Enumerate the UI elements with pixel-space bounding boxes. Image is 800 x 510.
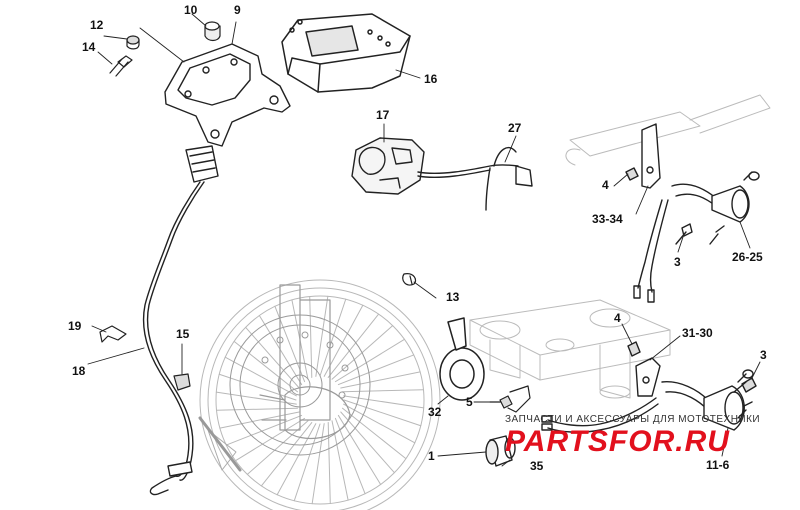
- wheel-spoke: [219, 411, 300, 429]
- wheel-spoke: [225, 414, 303, 446]
- callout-9: 9: [234, 3, 241, 17]
- wheel-spoke: [260, 422, 313, 487]
- wheel-spoke: [337, 414, 382, 485]
- callout-33-34: 33-34: [592, 212, 623, 226]
- wheel-spoke: [319, 298, 347, 377]
- wheel-spoke: [245, 326, 300, 389]
- wheel-spoke: [343, 395, 425, 409]
- wheel-spoke: [309, 296, 313, 378]
- callout-10: 10: [184, 3, 198, 17]
- callout-1: 1: [428, 449, 435, 463]
- nut-12: [126, 35, 140, 50]
- front-wheel-ghost: [198, 279, 441, 510]
- wiring-harness: [142, 145, 219, 496]
- wheel-spoke: [342, 389, 424, 393]
- wheel-spoke: [342, 407, 407, 460]
- wheel-spoke: [216, 407, 298, 411]
- callout-35: 35: [530, 459, 544, 473]
- wheel-spoke: [276, 423, 317, 496]
- wheel-spoke: [224, 356, 297, 397]
- part-35: [485, 435, 516, 467]
- callout-15: 15: [176, 327, 190, 341]
- cable-clip-19: [99, 325, 127, 343]
- site-watermark: ЗАПЧАСТИ И АКСЕССУАРЫ ДЛЯ МОТОТЕХНИКИ PA…: [505, 414, 795, 458]
- watermark-brand-logo: PARTSFOR.RU: [505, 425, 730, 458]
- callout-27: 27: [508, 121, 522, 135]
- callout-31-30: 31-30: [682, 326, 713, 340]
- wheel-spoke: [293, 423, 321, 502]
- wheel-spoke: [315, 295, 329, 377]
- callout-13: 13: [446, 290, 460, 304]
- wheel-spoke: [233, 340, 298, 393]
- callout-16: 16: [424, 72, 438, 86]
- upper-indicator-assembly: [625, 123, 760, 303]
- dashboard-instrument: [281, 13, 411, 93]
- callout-32: 32: [428, 405, 442, 419]
- wheel-spoke: [327, 313, 380, 378]
- callout-18: 18: [72, 364, 86, 378]
- callout-11-6: 11-6: [706, 458, 730, 472]
- callout-5: 5: [466, 395, 473, 409]
- wheel-spoke: [218, 373, 297, 401]
- wheel-spoke: [215, 391, 297, 405]
- lower-indicator-assembly: [541, 341, 757, 433]
- callout-19: 19: [68, 319, 82, 333]
- leader-lines: [87, 13, 761, 467]
- grommet-10: [204, 21, 221, 42]
- screw-14: [109, 55, 133, 77]
- wheel-spoke: [323, 304, 364, 377]
- callout-14: 14: [82, 40, 96, 54]
- wheel-spoke: [334, 417, 366, 495]
- horn-32: [439, 317, 485, 401]
- callout-26-25: 26-25: [732, 250, 763, 264]
- callout-4-lower: 4: [614, 311, 621, 325]
- wheel-spoke: [343, 403, 416, 444]
- dash-bracket: [164, 43, 291, 147]
- left-switch-assembly: [351, 137, 533, 211]
- callout-3-lower: 3: [760, 348, 767, 362]
- clip-13: [402, 273, 417, 286]
- wheel-spoke: [235, 417, 306, 462]
- handlebar-ghost: [565, 94, 771, 166]
- triple-clamp-ghost: [469, 299, 671, 399]
- callout-12: 12: [90, 18, 104, 32]
- wheel-spoke: [337, 354, 415, 386]
- callout-17: 17: [376, 108, 390, 122]
- callout-4-upper: 4: [602, 178, 609, 192]
- wheel-spoke: [340, 411, 395, 474]
- wheel-spoke: [311, 423, 325, 505]
- watermark-tagline: ЗАПЧАСТИ И АКСЕССУАРЫ ДЛЯ МОТОТЕХНИКИ: [505, 414, 761, 425]
- bolt-5: [489, 385, 531, 413]
- fork-ghost: [259, 284, 351, 439]
- callout-3-upper: 3: [674, 255, 681, 269]
- wheel-spoke: [334, 338, 405, 383]
- wheel-spoke: [340, 371, 421, 389]
- wheel-spoke: [343, 399, 422, 427]
- grommet-15: [173, 373, 191, 391]
